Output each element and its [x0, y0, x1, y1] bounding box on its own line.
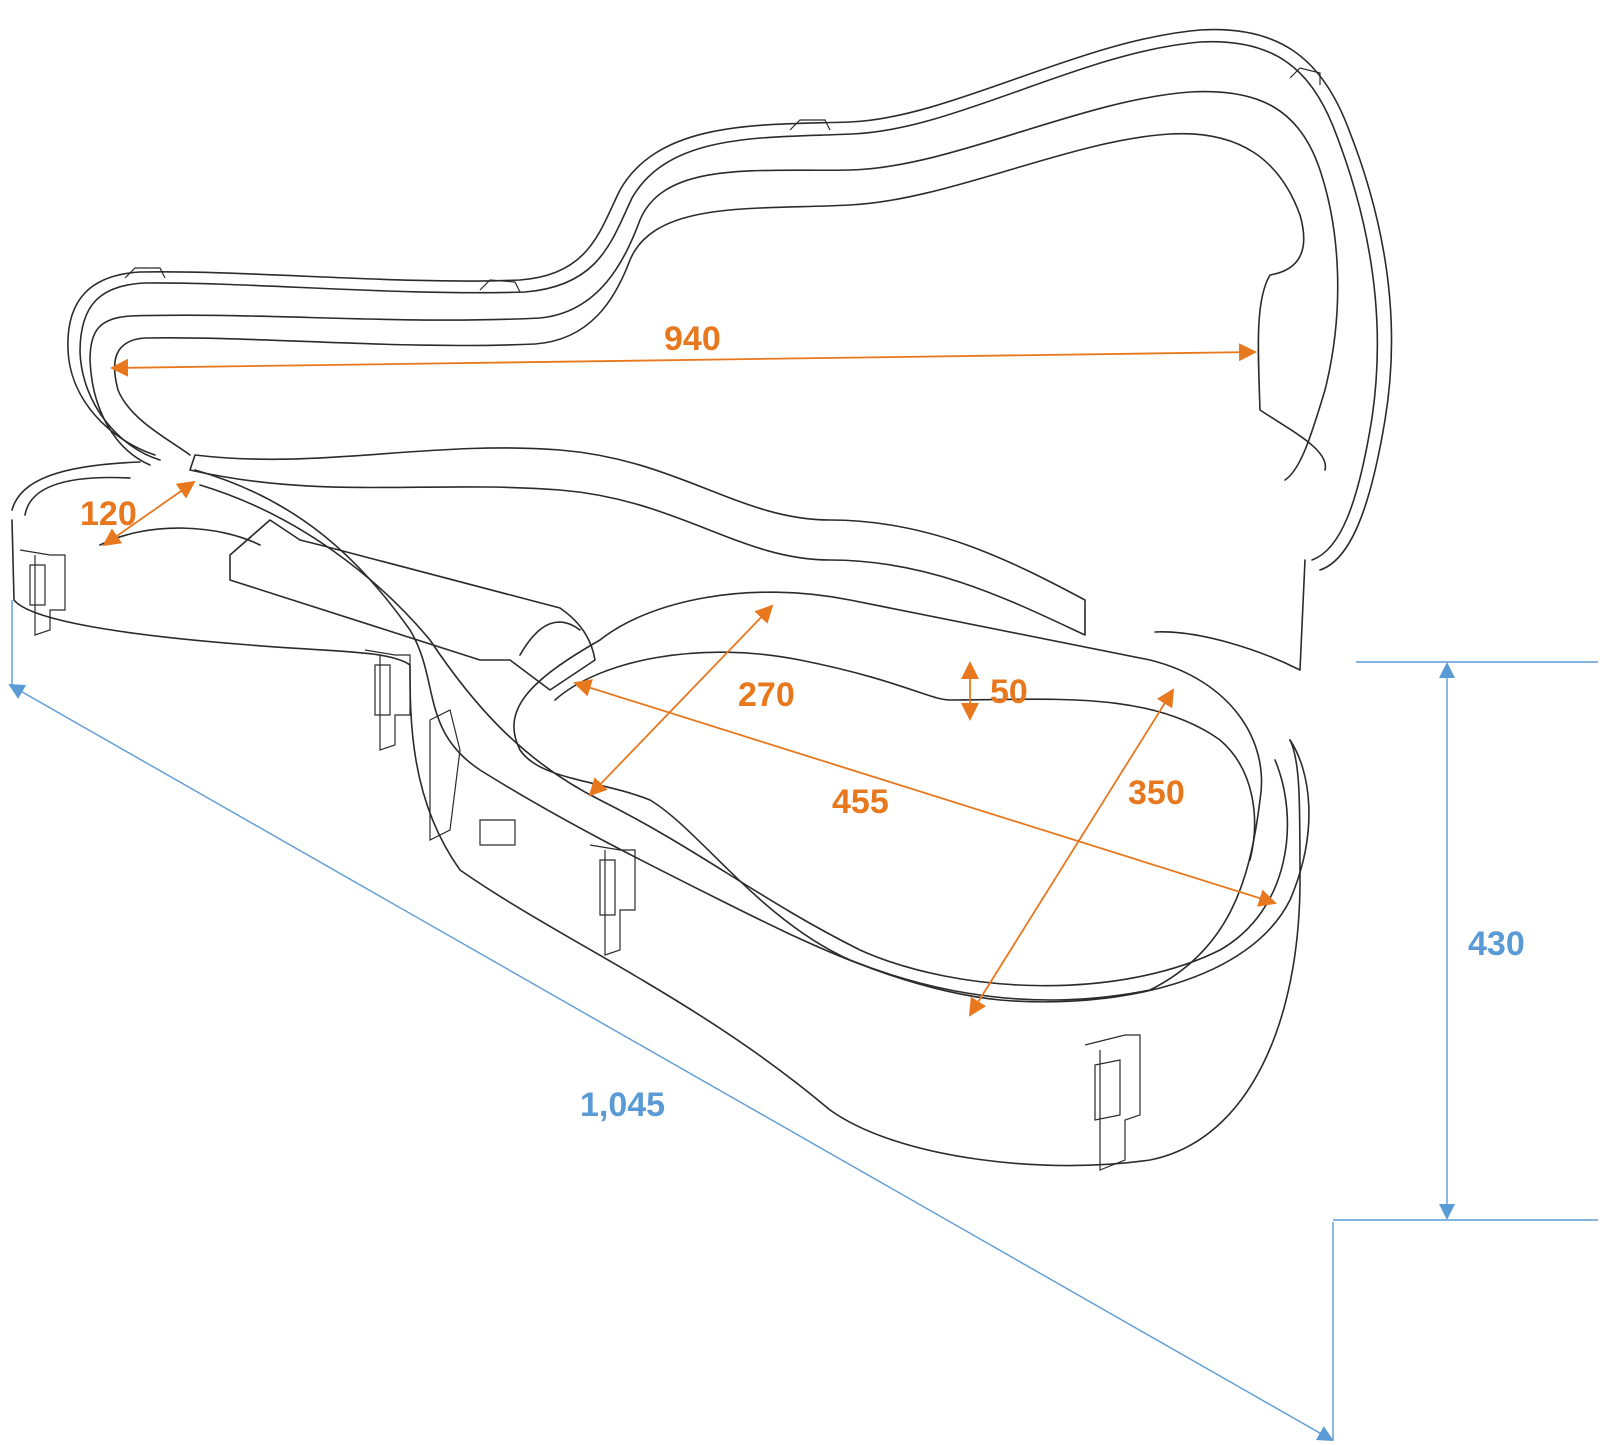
case-lid: [67, 28, 1393, 671]
label-waist-depth: 50: [990, 673, 1028, 711]
case-base: [11, 461, 1310, 1167]
lid-outer-shell-inner-edge: [79, 40, 1379, 561]
label-overall-length: 1,045: [580, 1086, 665, 1124]
latch-icon: [589, 844, 636, 956]
lid-waist-edge: [189, 447, 1086, 636]
lid-outer-shell: [67, 28, 1393, 571]
label-neck-depth: 120: [80, 495, 137, 533]
lid-latch-center: [789, 119, 831, 131]
dim-line-overall-length: [8, 684, 1334, 1441]
label-upper-bout-width: 270: [738, 676, 795, 714]
latch-icon: [19, 549, 66, 636]
base-outer-bottom-edge: [11, 519, 1301, 1167]
base-neck-channel: [99, 527, 581, 656]
base-body-cavity-wall: [554, 651, 1256, 861]
dim-line-lower-bout: [968, 688, 1175, 1017]
base-latches: [19, 549, 1141, 1171]
lid-inner-rim: [89, 90, 1339, 481]
label-lower-bout-width: 350: [1128, 774, 1185, 812]
latch-icon: [364, 649, 411, 751]
base-neck-rest: [229, 519, 596, 691]
base-outer-top-edge: [11, 461, 1310, 1003]
latch-icon: [1084, 1034, 1141, 1171]
outer-dimensions: [8, 600, 1598, 1441]
lid-hinge-line: [1154, 559, 1306, 671]
label-overall-width: 430: [1468, 925, 1525, 963]
base-inner-rim: [24, 476, 1289, 987]
label-body-length: 455: [832, 783, 889, 821]
lid-latch-right: [1289, 67, 1321, 85]
dim-line-lid-length: [110, 343, 1257, 377]
lid-latch-mid: [479, 279, 521, 293]
label-lid-length: 940: [664, 320, 721, 358]
dim-line-neck-depth: [102, 480, 196, 547]
lid-latch-left: [124, 267, 166, 279]
inner-dimensions: [102, 343, 1277, 1017]
lid-floor: [113, 132, 1327, 471]
